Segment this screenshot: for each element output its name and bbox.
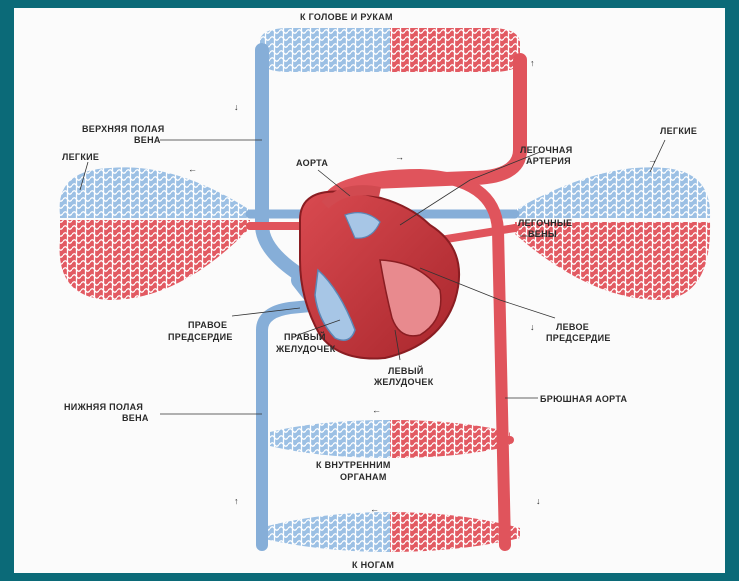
upper-capillary-bed — [260, 28, 520, 72]
arrow-down-icon: ↓ — [530, 322, 535, 332]
label-inferior-vena-cava-1: НИЖНЯЯ ПОЛАЯ — [64, 402, 143, 412]
arrow-right-icon: → — [648, 155, 657, 165]
label-right-atrium-1: ПРАВОЕ — [188, 320, 227, 330]
legs-capillary-bed — [260, 512, 520, 552]
label-pulmonary-veins-2: ВЕНЫ — [528, 229, 557, 239]
label-right-atrium-2: ПРЕДСЕРДИЕ — [168, 332, 233, 342]
arrow-up-icon: ↑ — [234, 496, 239, 506]
arrow-down-icon: ↓ — [234, 102, 239, 112]
arrow-down-icon: ↓ — [536, 496, 541, 506]
arrow-left-icon: ← — [370, 504, 379, 514]
arrow-left-icon: ← — [372, 405, 381, 415]
left-lung — [60, 167, 250, 300]
label-internal-organs-2: ОРГАНАМ — [340, 472, 387, 482]
label-pulmonary-veins-1: ЛЕГОЧНЫЕ — [518, 218, 572, 228]
label-superior-vena-cava-1: ВЕРХНЯЯ ПОЛАЯ — [82, 124, 165, 134]
label-left-ventricle-1: ЛЕВЫЙ — [388, 365, 424, 376]
arrow-up-icon: ↑ — [530, 58, 535, 68]
label-lungs-right: ЛЕГКИЕ — [660, 126, 697, 136]
label-abdominal-aorta: БРЮШНАЯ АОРТА — [540, 394, 628, 404]
label-pulmonary-artery-1: ЛЕГОЧНАЯ — [520, 145, 573, 155]
label-lungs-left: ЛЕГКИЕ — [62, 152, 99, 162]
label-aorta: АОРТА — [296, 158, 328, 168]
label-right-ventricle-1: ПРАВЫЙ — [284, 331, 326, 342]
label-left-atrium-2: ПРЕДСЕРДИЕ — [546, 333, 611, 343]
label-internal-organs-1: К ВНУТРЕННИМ — [316, 460, 391, 470]
label-left-ventricle-2: ЖЕЛУДОЧЕК — [373, 377, 434, 387]
label-left-atrium-1: ЛЕВОЕ — [556, 322, 589, 332]
label-superior-vena-cava-2: ВЕНА — [134, 135, 161, 145]
label-inferior-vena-cava-2: ВЕНА — [122, 413, 149, 423]
arrow-left-icon: ← — [188, 164, 197, 174]
organs-capillary-bed — [270, 420, 510, 458]
label-pulmonary-artery-2: АРТЕРИЯ — [526, 156, 571, 166]
label-head-arms: К ГОЛОВЕ И РУКАМ — [300, 12, 393, 22]
arrow-right-icon: → — [395, 152, 404, 162]
label-right-ventricle-2: ЖЕЛУДОЧЕК — [275, 344, 336, 354]
label-legs: К НОГАМ — [352, 560, 394, 570]
